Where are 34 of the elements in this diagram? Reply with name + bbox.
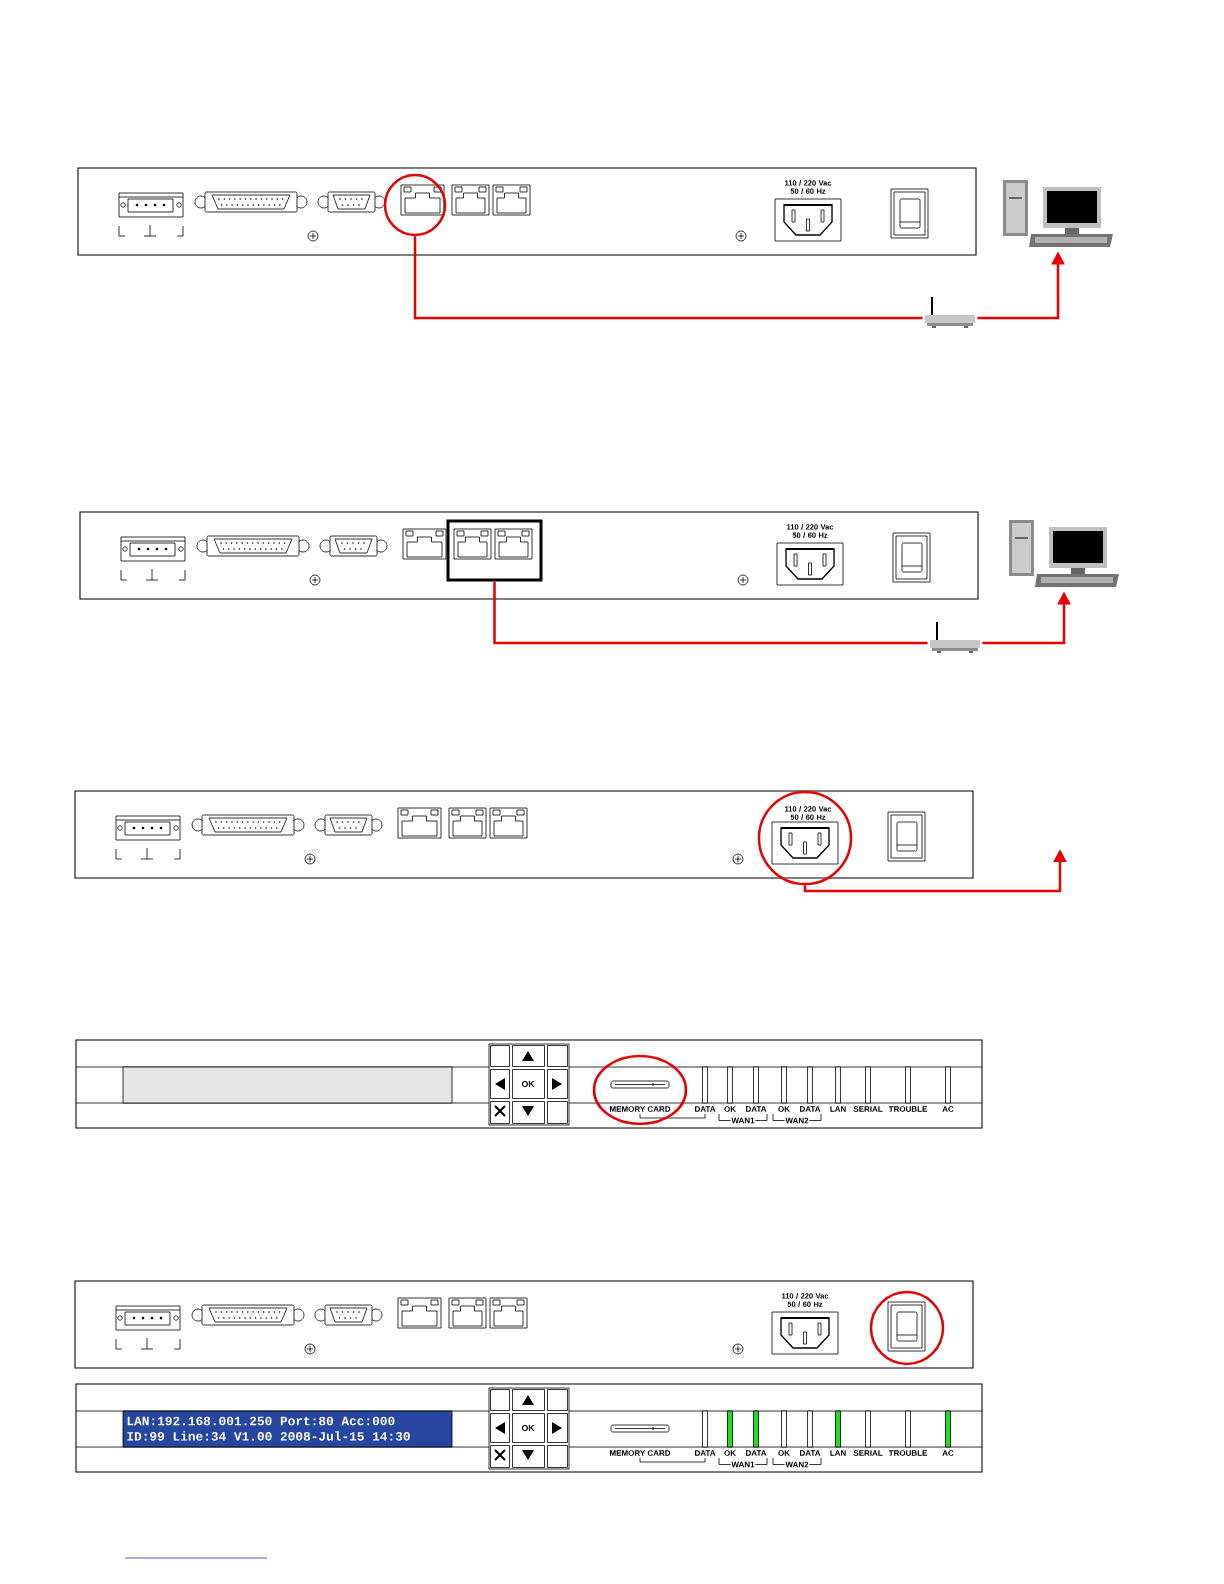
indicator-label: OK	[777, 1449, 791, 1457]
picture	[930, 622, 980, 653]
indicator-label: DATA	[744, 1449, 768, 1457]
display-text: ID:99 Line:34 V1.00 2008-Jul-15 14:30	[127, 1431, 410, 1441]
display-text: LAN:192.168.001.250 Port:80 Acc:000	[127, 1416, 395, 1426]
indicator-label: AC	[941, 1449, 955, 1457]
indicator-label: TROUBLE	[887, 1449, 929, 1457]
highlight-box	[446, 519, 543, 582]
indicator-label: TROUBLE	[887, 1105, 929, 1113]
picture	[925, 297, 975, 328]
indicator-label: SERIAL	[852, 1105, 884, 1113]
indicator-label: DATA	[693, 1105, 717, 1113]
indicator-label: AC	[941, 1105, 955, 1113]
indicator-label: DATA	[798, 1449, 822, 1457]
indicator-label: OK	[723, 1449, 737, 1457]
picture	[1003, 180, 1113, 247]
indicator-label: DATA	[798, 1105, 822, 1113]
key-label: OK	[521, 1424, 535, 1432]
indicator-label: DATA	[693, 1449, 717, 1457]
indicator-label: MEMORY CARD	[608, 1449, 672, 1457]
indicator-label: SERIAL	[852, 1449, 884, 1457]
picture	[1009, 520, 1119, 587]
indicator-label: LAN	[829, 1105, 848, 1113]
indicator-label: WAN1	[730, 1460, 756, 1469]
indicator-label: MEMORY CARD	[608, 1105, 672, 1113]
indicator-label: OK	[723, 1105, 737, 1113]
indicator-label: LAN	[829, 1449, 848, 1457]
highlight-circle	[383, 173, 447, 237]
indicator-label: WAN2	[784, 1116, 810, 1125]
indicator-label: WAN1	[730, 1116, 756, 1125]
indicator-label: OK	[777, 1105, 791, 1113]
key-label: OK	[521, 1080, 535, 1088]
indicator-label: WAN2	[784, 1460, 810, 1469]
indicator-label: DATA	[744, 1105, 768, 1113]
